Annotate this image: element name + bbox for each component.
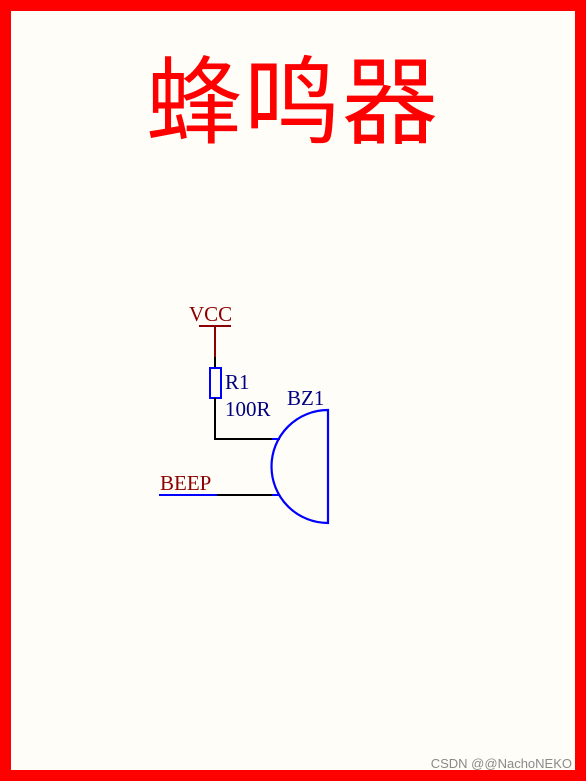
r1-value: 100R xyxy=(225,397,271,421)
beep-net: BEEP xyxy=(159,471,217,496)
resistor-r1: R1 100R xyxy=(209,357,271,421)
vcc-label: VCC xyxy=(189,302,232,326)
buzzer-bz1: BZ1 xyxy=(270,386,330,525)
bz1-body xyxy=(270,408,330,525)
watermark: CSDN @@NachoNEKO xyxy=(430,756,572,771)
beep-label: BEEP xyxy=(160,471,211,495)
wires xyxy=(214,412,278,496)
r1-body xyxy=(209,367,222,399)
sheet-title: 蜂鸣器 xyxy=(146,47,440,159)
bz1-designator: BZ1 xyxy=(287,386,324,410)
wire-r1-to-buzzer xyxy=(214,412,278,440)
r1-designator: R1 xyxy=(225,370,250,394)
vcc-power-port: VCC xyxy=(189,302,232,357)
